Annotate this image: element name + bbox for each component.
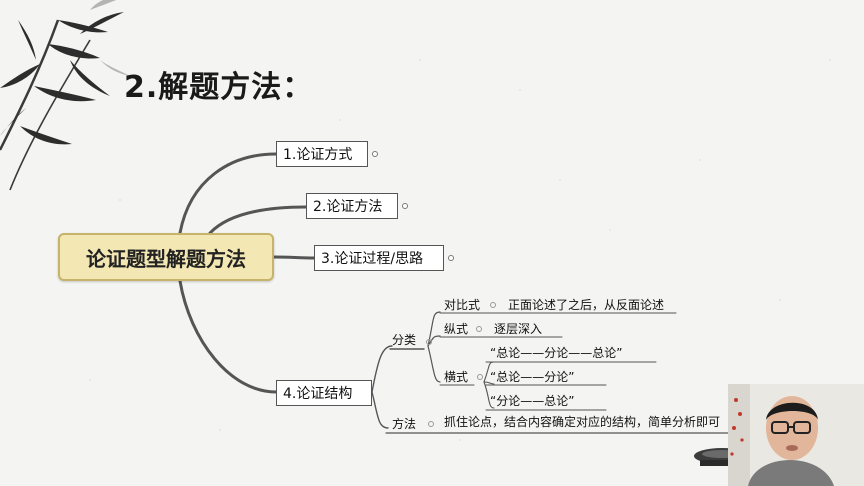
collapse-indicator-icon[interactable]	[426, 339, 432, 345]
structure-method[interactable]: 方法	[392, 417, 417, 431]
branch-argument-structure[interactable]: 4.论证结构	[276, 380, 372, 406]
type-contrast-detail[interactable]: 正面论述了之后，从反面论述	[508, 298, 665, 312]
collapse-indicator-icon[interactable]	[476, 326, 482, 332]
type-contrast[interactable]: 对比式	[444, 298, 481, 312]
branch-argument-method[interactable]: 2.论证方法	[306, 193, 398, 219]
collapse-indicator-icon[interactable]	[490, 302, 496, 308]
collapse-indicator-icon[interactable]	[477, 374, 483, 380]
collapse-indicator-icon[interactable]	[402, 203, 408, 209]
horizontal-form[interactable]: “总论——分论——总论”	[490, 346, 623, 360]
branch-argument-mode[interactable]: 1.论证方式	[276, 141, 368, 167]
branch-argument-process[interactable]: 3.论证过程/思路	[314, 245, 444, 271]
collapse-indicator-icon[interactable]	[428, 421, 434, 427]
presenter-video	[728, 384, 864, 486]
presenter-webcam	[728, 384, 864, 486]
collapse-indicator-icon[interactable]	[448, 255, 454, 261]
structure-method-text[interactable]: 抓住论点，结合内容确定对应的结构，简单分析即可	[444, 415, 721, 429]
collapse-indicator-icon[interactable]	[372, 151, 378, 157]
horizontal-form[interactable]: “总论——分论”	[490, 370, 575, 384]
mindmap-root[interactable]: 论证题型解题方法	[58, 233, 274, 281]
slide-title: 2.解题方法：	[124, 70, 314, 105]
type-vertical[interactable]: 纵式	[444, 322, 469, 336]
bamboo-decoration	[0, 0, 130, 191]
type-vertical-detail[interactable]: 逐层深入	[494, 322, 543, 336]
type-horizontal[interactable]: 横式	[444, 370, 469, 384]
horizontal-form[interactable]: “分论——总论”	[490, 394, 575, 408]
structure-category[interactable]: 分类	[392, 333, 417, 347]
